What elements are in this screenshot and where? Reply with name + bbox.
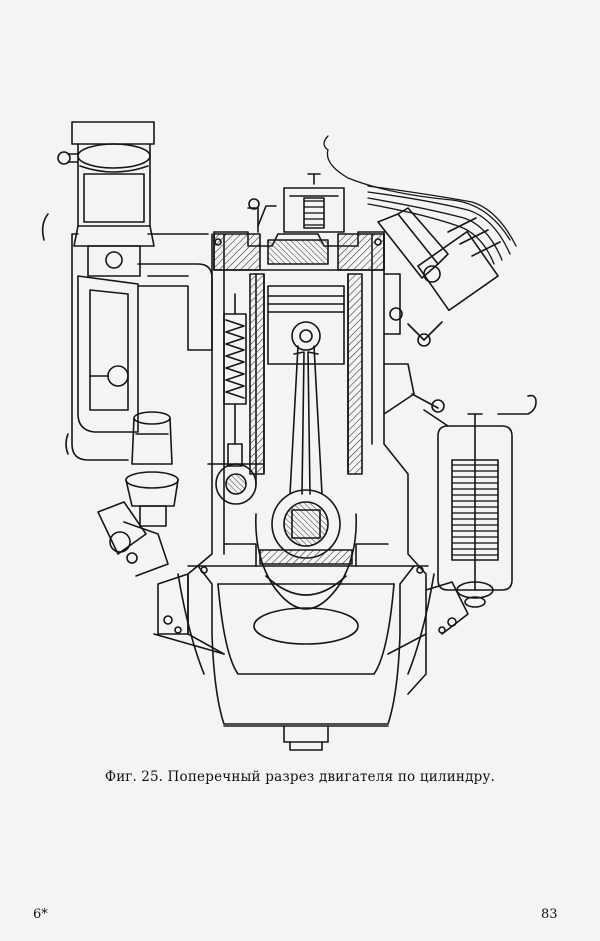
cylinder-bore bbox=[249, 273, 363, 485]
engine-mount-left bbox=[153, 573, 225, 655]
engine-cross-section-drawing bbox=[28, 114, 574, 764]
fuel-line bbox=[71, 233, 129, 461]
piston bbox=[267, 285, 345, 365]
intake-manifold bbox=[77, 263, 213, 433]
oil-filter bbox=[411, 393, 537, 608]
cylinder-block bbox=[187, 233, 427, 655]
distributor bbox=[377, 207, 501, 347]
page-number: 83 bbox=[541, 907, 558, 922]
exhaust-manifold bbox=[383, 273, 415, 415]
printer-signature-mark: 6* bbox=[33, 907, 48, 922]
figure-caption-text: Поперечный разрез двигателя по цилиндру. bbox=[167, 769, 496, 785]
valve-springs bbox=[223, 293, 247, 467]
valve-rocker-assembly bbox=[247, 173, 345, 233]
engine-mount-right bbox=[407, 581, 469, 695]
figure-caption: Фиг. 25. Поперечный разрез двигателя по … bbox=[0, 767, 600, 787]
engine-drawing-svg bbox=[41, 121, 537, 751]
bolts bbox=[174, 238, 446, 634]
main-bearing bbox=[223, 543, 389, 567]
oil-pan bbox=[177, 565, 435, 751]
cylinder-head bbox=[213, 231, 385, 271]
oil-pump-drive bbox=[97, 501, 169, 577]
camshaft bbox=[207, 463, 265, 505]
figure-label: Фиг. 25. bbox=[104, 769, 164, 785]
fuel-pump bbox=[89, 365, 179, 527]
carburetor-assembly bbox=[41, 121, 209, 277]
ignition-wires bbox=[323, 135, 517, 265]
connecting-rod bbox=[271, 345, 341, 559]
